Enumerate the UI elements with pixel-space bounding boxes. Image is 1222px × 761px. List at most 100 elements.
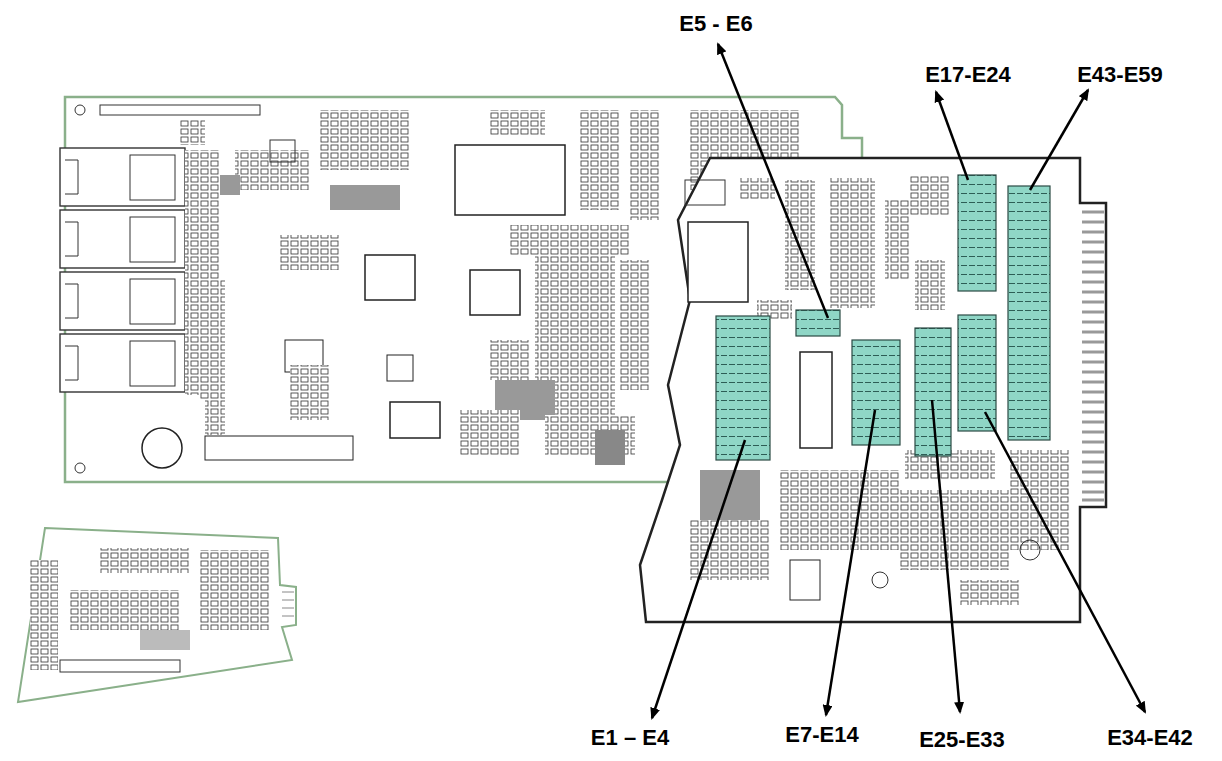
rear-board [510,225,630,255]
board-thumbnail [140,630,190,650]
leader-arrow [826,410,875,715]
board-thumbnail [70,590,180,630]
jumper-range-label: E17-E24 [923,63,1013,87]
front-board [1082,491,1104,494]
rear-board [290,365,330,420]
rear-board [65,155,175,386]
front-board [1082,411,1104,414]
jumper-block [1008,186,1050,440]
rear-board [65,222,78,256]
rear-board [130,155,175,200]
jumper-range-label: E34-E42 [1105,726,1195,750]
front-board [1082,241,1104,244]
rear-board [75,463,85,473]
jumper-range-label: E25-E33 [917,728,1007,752]
front-board [1082,371,1104,374]
front-board [1082,431,1104,434]
front-board [1082,481,1104,484]
front-board [1082,341,1104,344]
front-board [1082,391,1104,394]
rear-board [130,341,175,386]
leader-arrow [985,412,1145,712]
rear-board [320,110,410,170]
leader-arrow [652,44,1145,718]
leader-arrow [718,44,828,318]
board-thumbnail [30,560,58,670]
rear-board [142,428,182,468]
rear-board [620,260,650,390]
leader-arrow [652,440,745,718]
jumper-range-label: E43-E59 [1075,63,1165,87]
front-board [780,470,900,550]
board-thumbnail [60,660,180,672]
board-thumbnail [282,592,294,593]
rear-board [280,235,340,270]
rear-board [65,160,78,194]
front-board [1082,311,1104,314]
leader-arrow [1030,90,1088,190]
board-thumbnail [282,592,294,616]
rear-board [60,148,185,392]
front-board [1082,271,1104,274]
front-board [640,158,1106,622]
board-thumbnail [18,528,296,702]
front-board [640,158,1106,622]
rear-board [65,284,78,318]
rear-board [460,410,520,455]
jumper-block [915,328,951,456]
rear-board [205,436,353,460]
front-board [1082,331,1104,334]
jumper-range-label: E5 - E6 [677,12,754,36]
rear-board [60,334,185,392]
front-board [740,178,775,200]
front-board [790,560,820,600]
jumper-block [716,316,770,460]
front-board [830,178,875,308]
rear-board [205,400,225,435]
rear-board [630,110,660,220]
front-board [1082,321,1104,324]
rear-board [235,150,310,190]
jumper-block [958,315,996,431]
rear-board [75,105,85,115]
front-board [1082,351,1104,354]
front-board [1082,381,1104,384]
front-board [1082,211,1104,214]
front-board [1082,251,1104,254]
rear-board [100,105,260,115]
rear-board [470,270,520,315]
rear-board [580,110,620,210]
jumper-block [796,310,840,336]
rear-board [330,185,400,210]
front-board [1010,450,1070,550]
front-board [1082,401,1104,404]
front-board [1020,540,1040,560]
front-board [1082,421,1104,424]
board-thumbnail [282,600,294,601]
front-board [1082,281,1104,284]
front-board [800,352,832,448]
leader-arrow [932,400,960,712]
jumper-block [716,175,1050,460]
rear-board [387,355,413,381]
rear-board [60,210,185,268]
rear-board [185,150,220,395]
front-board [915,260,945,310]
front-board [1082,451,1104,454]
jumper-block [852,340,900,445]
rear-board [130,217,175,262]
front-board [1082,261,1104,264]
rear-board [65,346,78,380]
front-board [1082,361,1104,364]
rear-board [60,97,862,482]
front-board [1082,231,1104,234]
rear-board [390,402,440,438]
jumper-range-label: E1 – E4 [589,726,671,750]
rear-board [455,145,565,215]
front-board [1082,301,1104,304]
front-board [1082,461,1104,464]
front-board [1082,471,1104,474]
rear-board [60,272,185,330]
